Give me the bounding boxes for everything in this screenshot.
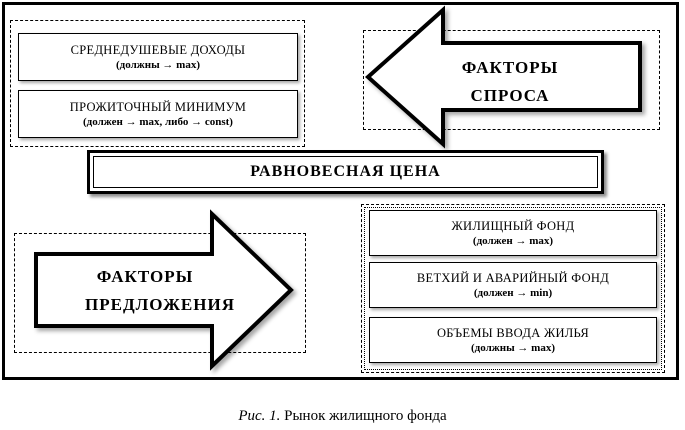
figure-caption-text: Рынок жилищного фонда: [280, 408, 447, 424]
demand-arrow-line1: ФАКТОРЫ: [462, 58, 559, 77]
income-box: СРЕДНЕДУШЕВЫЕ ДОХОДЫ (должны → max): [18, 33, 298, 81]
supply-indicators-inner: [364, 207, 662, 370]
housing-stock-box: ЖИЛИЩНЫЙ ФОНД (должен → max): [369, 210, 657, 256]
supply-arrow-line2: ПРЕДЛОЖЕНИЯ: [85, 295, 235, 314]
demand-arrow-line2: СПРОСА: [471, 86, 550, 105]
supply-indicators-group: [361, 204, 665, 373]
equilibrium-price-inner: РАВНОВЕСНАЯ ЦЕНА: [93, 156, 598, 188]
demand-indicators-group: [10, 20, 305, 147]
income-note: (должны → max): [116, 58, 200, 71]
housing-stock-title: ЖИЛИЩНЫЙ ФОНД: [451, 218, 575, 233]
equilibrium-price-label: РАВНОВЕСНАЯ ЦЕНА: [250, 163, 441, 180]
dilapidated-stock-note: (должен → min): [473, 286, 553, 299]
new-construction-box: ОБЪЕМЫ ВВОДА ЖИЛЬЯ (должны → max): [369, 317, 657, 363]
new-construction-title: ОБЪЕМЫ ВВОДА ЖИЛЬЯ: [436, 325, 590, 340]
supply-factors-group: [14, 233, 306, 353]
subsistence-note: (должен → max, либо → const): [83, 115, 233, 128]
subsistence-title: ПРОЖИТОЧНЫЙ МИНИМУМ: [69, 99, 247, 114]
income-title: СРЕДНЕДУШЕВЫЕ ДОХОДЫ: [70, 42, 246, 57]
supply-arrow-line1: ФАКТОРЫ: [97, 267, 194, 286]
housing-stock-note: (должен → max): [472, 234, 554, 247]
figure-caption: Рис. 1. Рынок жилищного фонда: [0, 408, 685, 425]
new-construction-note: (должны → max): [471, 341, 555, 354]
dilapidated-stock-title: ВЕТХИЙ И АВАРИЙНЫЙ ФОНД: [416, 270, 610, 285]
equilibrium-price-box: РАВНОВЕСНАЯ ЦЕНА: [87, 150, 604, 194]
subsistence-box: ПРОЖИТОЧНЫЙ МИНИМУМ (должен → max, либо …: [18, 90, 298, 138]
diagram-frame: [2, 2, 679, 380]
figure-caption-label: Рис. 1.: [238, 408, 281, 424]
demand-factors-group: [363, 30, 660, 130]
dilapidated-stock-box: ВЕТХИЙ И АВАРИЙНЫЙ ФОНД (должен → min): [369, 262, 657, 308]
